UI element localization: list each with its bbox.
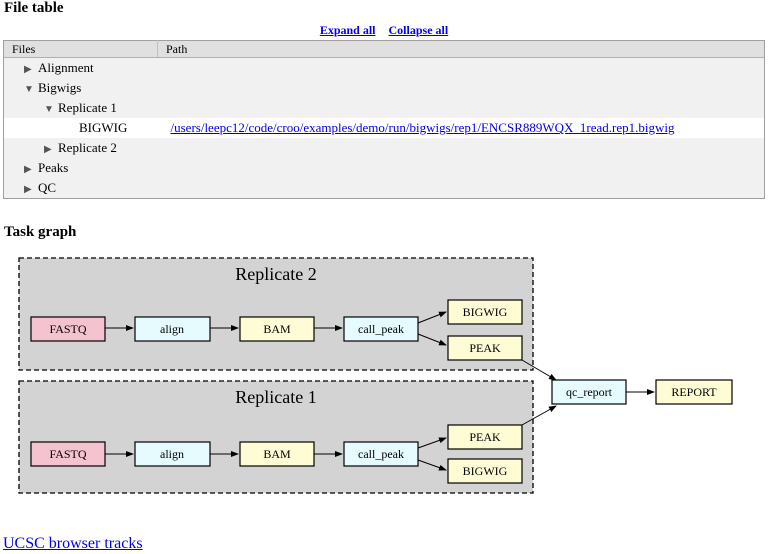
qc-report-node[interactable]: qc_report [551, 379, 627, 405]
svg-text:call_peak: call_peak [358, 322, 404, 336]
replicate-1-cluster [18, 380, 534, 494]
svg-text:FASTQ: FASTQ [49, 322, 86, 336]
path-column-header: Path [157, 40, 765, 58]
r2-bigwig-node[interactable]: BIGWIG [447, 299, 523, 325]
collapse-all-link[interactable]: Collapse all [388, 23, 449, 37]
collapse-arrow-icon[interactable]: ▼ [44, 104, 54, 115]
r1-bigwig-node[interactable]: BIGWIG [447, 458, 523, 484]
expand-collapse-bar: Expand all Collapse all [0, 23, 768, 38]
svg-text:BAM: BAM [263, 447, 291, 461]
tree-row-replicate-1[interactable]: ▼ Replicate 1 [3, 98, 765, 118]
svg-text:BIGWIG: BIGWIG [463, 305, 508, 319]
tree-row-label: Bigwigs [38, 80, 82, 95]
file-table: Files Path ▶ Alignment ▼ Bigwigs ▼ Replicat… [3, 40, 765, 199]
ucsc-browser-tracks-link[interactable]: UCSC browser tracks [3, 535, 143, 552]
edge [417, 437, 447, 449]
svg-text:PEAK: PEAK [469, 341, 501, 355]
tree-row-bigwigs[interactable]: ▼ Bigwigs [3, 78, 765, 98]
bigwig-path-link[interactable]: /users/leepc12/code/croo/examples/demo/r… [170, 120, 675, 135]
task-graph-heading: Task graph [4, 224, 77, 240]
tree-row-alignment[interactable]: ▶ Alignment [3, 57, 765, 78]
tree-row-label: QC [38, 180, 57, 195]
r2-align-node[interactable]: align [134, 316, 211, 342]
file-table-header-row: Files Path [3, 40, 765, 58]
edge [521, 359, 557, 381]
replicate-2-cluster [18, 257, 534, 371]
tree-row-qc[interactable]: ▶ QC [3, 178, 765, 199]
tree-row-label: BIGWIG [79, 120, 128, 135]
r2-call-peak-node[interactable]: call_peak [343, 316, 419, 342]
tree-row-label: Alignment [38, 60, 94, 75]
svg-text:call_peak: call_peak [358, 447, 404, 461]
r1-fastq-node[interactable]: FASTQ [30, 441, 106, 467]
tree-row-label: Replicate 1 [58, 100, 117, 115]
expand-arrow-icon[interactable]: ▶ [44, 144, 52, 155]
r2-fastq-node[interactable]: FASTQ [30, 316, 106, 342]
tree-row-label: Peaks [38, 160, 69, 175]
expand-arrow-icon[interactable]: ▶ [24, 64, 32, 75]
r1-bam-node[interactable]: BAM [239, 441, 315, 467]
tree-row-peaks[interactable]: ▶ Peaks [3, 158, 765, 178]
edge [417, 333, 447, 346]
svg-text:align: align [160, 322, 184, 336]
file-table-heading: File table [4, 0, 64, 16]
r1-align-node[interactable]: align [134, 441, 211, 467]
expand-arrow-icon[interactable]: ▶ [24, 184, 32, 195]
r2-peak-node[interactable]: PEAK [447, 335, 523, 361]
svg-text:BIGWIG: BIGWIG [463, 464, 508, 478]
svg-text:PEAK: PEAK [469, 430, 501, 444]
edge [417, 459, 447, 471]
replicate-2-label: Replicate 2 [235, 264, 316, 284]
r1-peak-node[interactable]: PEAK [447, 424, 523, 450]
edge [417, 311, 447, 324]
files-column-header: Files [3, 40, 158, 58]
svg-text:FASTQ: FASTQ [49, 447, 86, 461]
collapse-arrow-icon[interactable]: ▼ [24, 84, 34, 95]
replicate-1-label: Replicate 1 [235, 387, 316, 407]
svg-text:align: align [160, 447, 184, 461]
task-graph: Replicate 2 Replicate 1 FASTQ align BAM … [18, 257, 733, 494]
svg-text:BAM: BAM [263, 322, 291, 336]
edge [521, 405, 557, 426]
r2-bam-node[interactable]: BAM [239, 316, 315, 342]
r1-call-peak-node[interactable]: call_peak [343, 441, 419, 467]
expand-arrow-icon[interactable]: ▶ [24, 164, 32, 175]
svg-text:REPORT: REPORT [671, 385, 717, 399]
expand-all-link[interactable]: Expand all [319, 23, 376, 37]
tree-row-label: Replicate 2 [58, 140, 117, 155]
report-node[interactable]: REPORT [655, 379, 733, 405]
tree-row-replicate-2[interactable]: ▶ Replicate 2 [3, 138, 765, 158]
tree-row-bigwig-file[interactable]: BIGWIG /users/leepc12/code/croo/examples… [3, 118, 765, 138]
svg-text:qc_report: qc_report [566, 385, 613, 399]
